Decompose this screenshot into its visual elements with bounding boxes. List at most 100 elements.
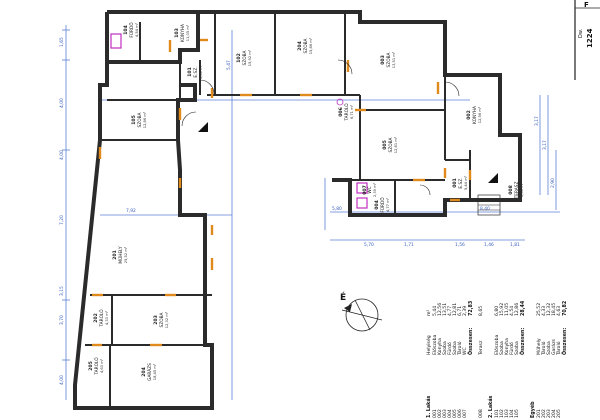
dim-bottom-5: 1,81 [510,242,520,248]
room-203-area: 12,32 m² [165,311,169,328]
t3-r2-val: 12,32 [546,303,552,316]
room-001-area: 5,44 m² [464,175,468,190]
room-104-name: FÜRDŐ [128,22,135,38]
t3-sum-label: Összesen: [561,328,568,355]
t1-r1-name: Konyha [437,338,443,355]
terrace-no: 008 [478,409,484,418]
room-205-no: 205 [88,361,94,371]
room-006-no: 006 [338,107,344,117]
t1-r2-name: Szoba [442,341,448,355]
t2-sum-label: Összesen: [519,328,526,355]
room-103-area: 11,05 m² [186,24,190,41]
room-003-no: 003 [380,55,386,65]
room-008-area: 8,65 m² [520,182,524,197]
t2-r2-val: 11,05 [504,303,510,316]
t1-r6-name: WC [462,347,468,355]
room-004-name: FÜRDŐ [379,197,386,213]
dimension-labels: 1,65 4,00 4,00 7,20 3,15 3,70 4,00 5,47 … [59,37,556,385]
dim-left-4: 7,20 [59,215,65,225]
room-104-area: 4,54 m² [135,22,139,37]
room-007-no: 007 [362,185,368,195]
room-201-name: MŰHELY [117,246,124,264]
dim-left-5: 3,15 [59,286,65,296]
dim-bottom-3: 1,56 [455,242,465,248]
t2-r4-name: Szoba [514,341,520,355]
room-003-area: 13,51 m² [392,51,396,68]
room-005-area: 12,81 m² [394,136,398,153]
t2-r1-val: 15,92 [499,303,505,316]
t2-r0-val: 6,80 [494,306,500,316]
room-004-area: 4,77 m² [386,197,390,212]
room-101-name: E.SZ. [193,66,199,77]
room-008-no: 008 [508,185,514,195]
t3-r2-no: 203 [546,409,552,418]
room-001-name: E.SZ. [458,177,464,188]
t2-r3-no: 104 [509,409,515,418]
t3-r1-val: 4,33 [541,306,547,316]
fixtures [110,33,498,209]
terrace-name: Terasz [478,340,484,356]
room-205-area: 4,63 m² [100,358,104,373]
room-202-no: 202 [93,313,99,323]
room-202-name: TAROLÓ [98,309,105,328]
t1-r0-val: 5,44 [432,306,438,316]
walls [73,10,522,410]
t3-r3-no: 204 [551,409,557,418]
room-007-area: 2,39 m² [373,182,377,197]
area-table: 1. Lakás Helyiség m² 001 Előszoba 5,44 0… [425,300,568,418]
room-201-no: 201 [112,250,118,260]
room-204a-name: SZOBA [303,38,309,53]
room-205-name: TAROLÓ [93,357,100,376]
room-104-no: 104 [123,25,129,35]
room-204b-area: 18,45 m² [153,363,157,380]
room-204b-name: GARÁZS [146,363,153,381]
room-202-area: 4,33 m² [105,310,109,325]
t1-r6-val: 2,39 [462,306,468,316]
table-unit1-title: 1. Lakás [425,395,432,418]
room-006-area: 6,71 m² [350,104,354,119]
t1-r3-val: 4,77 [447,306,453,316]
title-block: F Dw. 1224 [574,0,600,80]
table-header-room: Helyiség [425,335,432,355]
room-103-no: 103 [174,28,180,38]
room-101-no: 101 [187,67,193,77]
room-204b-no: 204 [141,367,147,377]
north-compass: É [340,291,383,332]
room-203-no: 203 [153,315,159,325]
t1-r6-no: 007 [462,409,468,418]
room-001-no: 001 [452,178,458,188]
table-header-m2: m² [427,310,432,316]
t1-r0-name: Előszoba [432,334,438,355]
dim-top-mid: 5,47 [226,60,232,70]
room-002-name: KONYHA [472,106,478,124]
room-103-name: KONYHA [180,24,186,42]
room-105-no: 105 [131,115,137,125]
dim-mid-3: 8,40 [480,206,490,212]
t2-r3-val: 4,54 [509,306,515,316]
room-102-name: SZOBA [242,50,248,65]
dim-left-1: 1,65 [59,37,65,47]
t2-sum-val: 28,44 [520,300,526,316]
compass-label: É [340,291,346,303]
t1-sum-val: 72,83 [468,301,474,316]
dim-right-2: 3,17 [542,140,548,150]
t3-r3-name: Garázs [550,339,557,355]
room-006-name: TAROLÓ [343,103,350,122]
t1-r2-no: 003 [442,409,448,418]
bathtub-icon [110,33,122,49]
t1-r2-val: 13,51 [442,303,448,316]
dim-bottom-2: 1,71 [404,242,414,248]
table-unit2-rows: 101 Előszoba 6,80 102 Szoba 15,92 103 Ko… [494,300,526,418]
room-203-name: SZOBA [159,312,165,327]
t3-r2-name: Szoba [546,341,552,355]
t1-sum-label: Összesen: [467,328,474,355]
title-block-letter: F [584,1,589,9]
t3-r1-no: 202 [541,409,547,418]
terrace-val: 8,65 [478,306,484,316]
dim-bottom-4: 1,46 [484,242,494,248]
title-block-sub: Dw. [578,29,584,38]
t3-r4-name: Tároló [555,341,562,356]
t3-r4-val: 4,63 [556,306,562,316]
